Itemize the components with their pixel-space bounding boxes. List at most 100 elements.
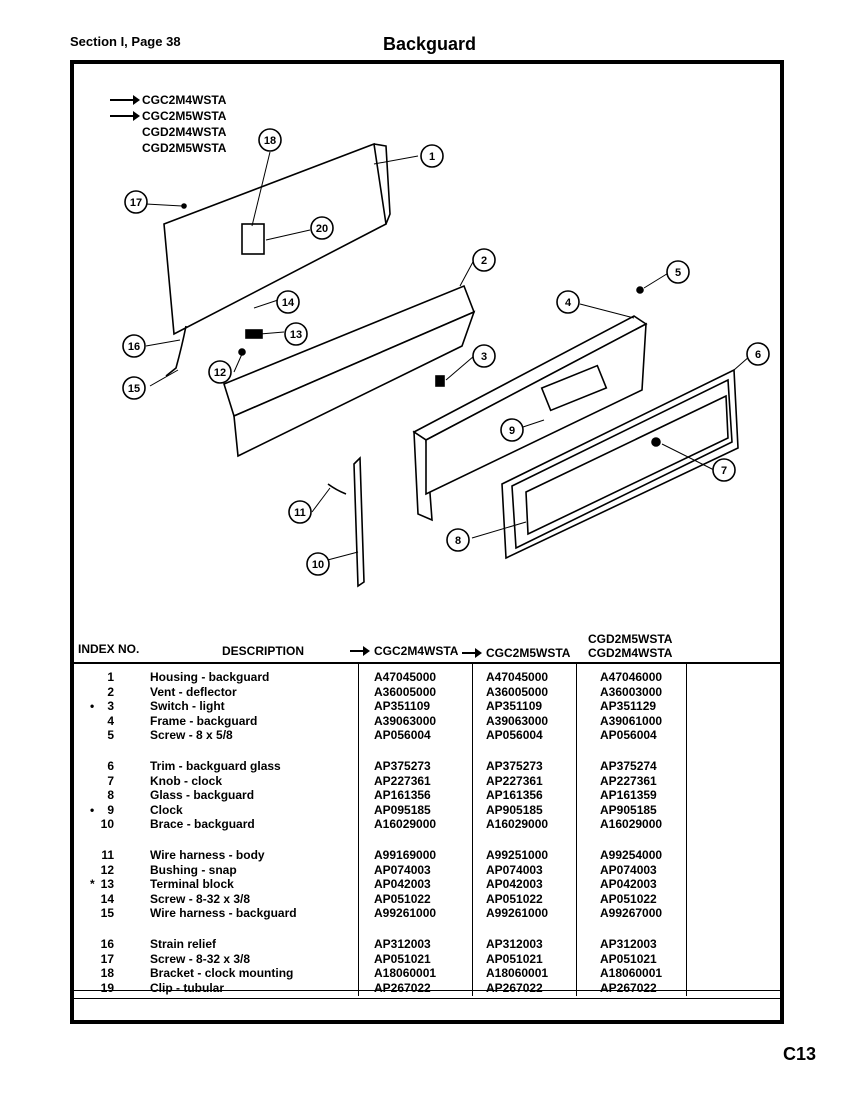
model3-part-cell: AP375274 (600, 759, 657, 773)
page-code: C13 (783, 1044, 817, 1064)
model3-part-cell: AP051022 (600, 891, 657, 906)
model1-part-cell: AP312003 (374, 937, 431, 951)
svg-text:1: 1 (429, 151, 435, 163)
arrow-icon (350, 646, 370, 656)
model3-part-cell: AP227361 (600, 773, 657, 788)
callout-1: 1 (420, 144, 444, 168)
model3-part-cell: A36003000 (600, 684, 663, 699)
model1-part-cell: AP227361 (374, 773, 431, 788)
model1-part-cell: A16029000 (374, 817, 437, 832)
column-divider (358, 662, 359, 996)
model2-part-cell: AP051022 (486, 891, 543, 906)
model2-part-cell: A99251000 (486, 848, 549, 862)
callout-12: 12 (208, 360, 232, 384)
svg-text:6: 6 (755, 349, 761, 361)
model-item: CGD2M4WSTA (110, 124, 226, 140)
description-cell: Glass - backguard (150, 788, 255, 803)
glass-backguard-part (525, 394, 729, 536)
model-list: CGC2M4WSTA CGC2M5WSTA CGD2M4WSTA CGD2M5W… (110, 92, 226, 156)
model3-part-cell: AP056004 (600, 728, 657, 743)
svg-text:15: 15 (128, 383, 140, 395)
index-cell: 17 (100, 951, 114, 966)
model1-part-cell: A99169000 (374, 848, 437, 862)
model2-part-cell: AP056004 (486, 728, 543, 743)
model2-part-cell: A99261000 (486, 906, 549, 921)
model1-part-cell: AP095185 (374, 802, 431, 817)
callout-6: 6 (746, 342, 770, 366)
svg-text:11: 11 (294, 507, 306, 519)
index-cell: 12 (100, 862, 114, 877)
callout-18: 18 (258, 128, 282, 152)
model1-part-cell: A99261000 (374, 906, 437, 921)
model2-part-cell: AP312003 (486, 937, 543, 951)
model3-part-cell: AP312003 (600, 937, 657, 951)
model3-part-cell: AP267022 (600, 980, 657, 995)
arrow-icon (110, 95, 140, 105)
index-cell: 5 (107, 728, 114, 743)
column-divider (686, 662, 687, 996)
model3-part-cell: A99254000 (600, 848, 663, 862)
column-divider (576, 662, 577, 996)
model2-part-cell: AP042003 (486, 877, 543, 892)
model-label: CGC2M4WSTA (142, 93, 227, 107)
index-cell: 4 (107, 713, 114, 728)
model-item: CGC2M4WSTA (110, 92, 226, 108)
index-cell: 19 (100, 980, 114, 995)
description-cell: Bushing - snap (150, 862, 237, 877)
model-label: CGC2M5WSTA (142, 109, 227, 123)
description-cell: Screw - 8 x 5/8 (150, 728, 233, 743)
callout-16: 16 (122, 334, 146, 358)
callout-14: 14 (276, 290, 300, 314)
model1-part-cell: A39063000 (374, 713, 437, 728)
index-cell: 10 (100, 817, 114, 832)
model3-part-cell: AP051021 (600, 951, 657, 966)
svg-text:16: 16 (128, 341, 140, 353)
column-divider (472, 662, 473, 996)
table-bottom-rule (74, 998, 780, 999)
description-cell: Brace - backguard (150, 817, 255, 832)
callout-13: 13 (284, 322, 308, 346)
svg-text:20: 20 (316, 223, 328, 235)
model1-part-cell: AP074003 (374, 862, 431, 877)
description-cell: Terminal block (150, 877, 234, 892)
model1-part-cell: A47045000 (374, 670, 437, 684)
svg-text:2: 2 (481, 255, 487, 267)
model1-part-cell: AP375273 (374, 759, 431, 773)
index-cell: 7 (107, 773, 114, 788)
svg-text:17: 17 (130, 197, 142, 209)
description-cell: Clock (150, 802, 183, 817)
description-cell: Wire harness - body (150, 848, 265, 862)
index-cell: 2 (107, 684, 114, 699)
terminal-block-part (245, 329, 263, 339)
model3-part-cell: A16029000 (600, 817, 663, 832)
svg-text:13: 13 (290, 329, 302, 341)
model2-part-cell: A39063000 (486, 713, 549, 728)
index-cell: 6 (107, 759, 114, 773)
wire-harness-part (165, 325, 187, 377)
callout-8: 8 (446, 528, 470, 552)
model-label: CGD2M5WSTA (142, 141, 227, 155)
model3-part-cell: AP905185 (600, 802, 657, 817)
svg-text:14: 14 (282, 297, 295, 309)
arrow-icon (110, 111, 140, 121)
description-cell: Vent - deflector (150, 684, 237, 699)
switch-light-part (435, 375, 445, 387)
svg-text:5: 5 (675, 267, 681, 279)
callout-2: 2 (472, 248, 496, 272)
svg-text:18: 18 (264, 135, 276, 147)
svg-text:4: 4 (565, 297, 572, 309)
callout-20: 20 (310, 216, 334, 240)
